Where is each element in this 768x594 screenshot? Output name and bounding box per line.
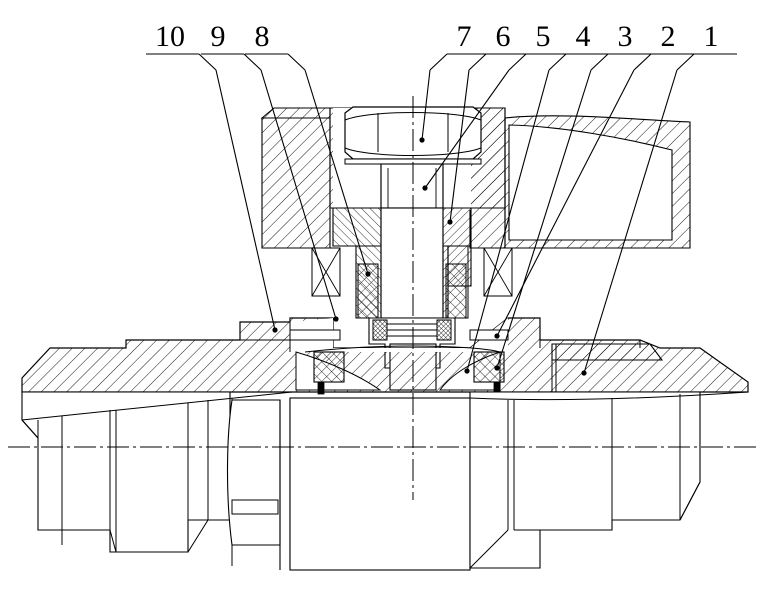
callout-9-leader: [260, 69, 337, 320]
callout-8-leader: [304, 69, 369, 275]
centerlines: [8, 96, 760, 500]
callout-10[interactable]: 10: [146, 20, 278, 333]
right-end-nut: [551, 343, 664, 393]
callout-5[interactable]: 5: [422, 20, 569, 191]
callout-4-number: 4: [576, 20, 591, 53]
callout-2-number: 2: [661, 20, 676, 53]
callout-7-arrow-dot: [419, 137, 425, 143]
callout-6-elbow: [468, 53, 487, 71]
callout-5-leader: [424, 69, 510, 189]
callout-5-arrow-dot: [422, 185, 428, 191]
right-pipe-end: [469, 391, 749, 569]
callout-1-number: 1: [704, 20, 719, 53]
callout-1[interactable]: 1: [581, 20, 737, 376]
callout-7-elbow: [429, 53, 448, 71]
callout-5-number: 5: [536, 20, 551, 53]
callout-10-elbow: [198, 53, 217, 71]
callout-6[interactable]: 6: [447, 20, 529, 225]
callout-7[interactable]: 7: [419, 20, 490, 143]
handle-lever: [504, 115, 691, 249]
callout-4-arrow-dot: [464, 368, 470, 374]
callout-2-arrow-dot: [494, 333, 500, 339]
callout-9-number: 9: [211, 20, 226, 53]
callout-10-number: 10: [155, 20, 185, 53]
callout-1-elbow: [676, 53, 695, 71]
callout-7-number: 7: [457, 20, 472, 53]
callout-8-number: 8: [255, 20, 270, 53]
left-pipe-end: [21, 391, 293, 566]
callout-4[interactable]: 4: [464, 20, 609, 374]
callout-1-arrow-dot: [581, 370, 587, 376]
callout-4-leader: [466, 69, 550, 372]
body-seat-ring: [313, 351, 505, 395]
callout-9[interactable]: 9: [201, 20, 339, 322]
stem-packing: [357, 263, 467, 319]
callout-8[interactable]: 8: [245, 20, 371, 277]
callout-6-arrow-dot: [447, 219, 453, 225]
callout-6-number: 6: [496, 20, 511, 53]
callout-3-arrow-dot: [494, 365, 500, 371]
callout-9-elbow: [243, 53, 262, 71]
callout-7-leader: [421, 69, 431, 141]
callout-2[interactable]: 2: [494, 20, 694, 339]
stem-o-ring: [372, 319, 452, 341]
callout-10-leader: [215, 69, 276, 331]
callout-8-elbow: [287, 53, 306, 71]
callout-6-leader: [449, 69, 470, 223]
lower-center-boss: [226, 397, 471, 571]
callout-10-arrow-dot: [272, 327, 278, 333]
callout-5-elbow: [508, 53, 527, 71]
callout-3[interactable]: 3: [494, 20, 651, 371]
callout-2-elbow: [633, 53, 652, 71]
callout-3-number: 3: [618, 20, 633, 53]
bonnet-gasket: [289, 329, 509, 341]
callout-3-elbow: [590, 53, 609, 71]
callout-2-leader: [496, 69, 635, 337]
callout-3-leader: [496, 69, 592, 369]
callout-8-arrow-dot: [365, 271, 371, 277]
callout-4-elbow: [548, 53, 567, 71]
callout-9-arrow-dot: [333, 316, 339, 322]
callout-1-leader: [583, 69, 678, 374]
